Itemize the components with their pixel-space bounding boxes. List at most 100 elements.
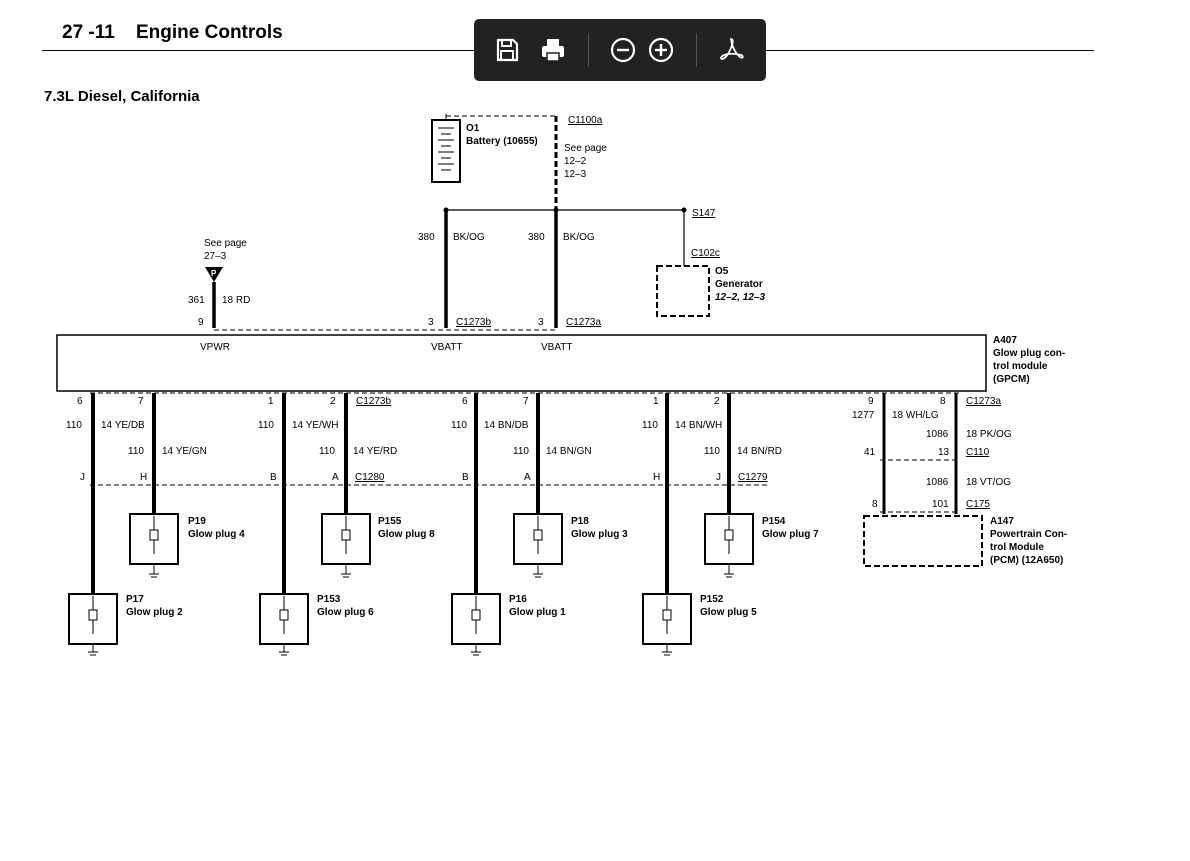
- pcm-mid-pin-41: 41: [864, 447, 876, 458]
- pcm-mid-pin-13: 13: [938, 447, 950, 458]
- diagram-title: 7.3L Diesel, California: [44, 88, 200, 105]
- right-w3-circuit: 110: [513, 446, 529, 457]
- adobe-pdf-icon[interactable]: [716, 35, 746, 65]
- vbatt1-circuit: 380: [418, 232, 435, 243]
- right-w4-color: 14 BN/RD: [737, 446, 782, 457]
- vpwr-wire-color: 18 RD: [222, 295, 250, 306]
- right-w1-color: 14 BN/DB: [484, 420, 529, 431]
- plug-p155-id: P155: [378, 516, 402, 527]
- power-source-icon: [205, 267, 223, 282]
- splice-s147: S147: [692, 208, 716, 219]
- left-bpin-b: B: [270, 472, 277, 483]
- right-w4-circuit: 110: [704, 446, 720, 457]
- pcm-bottom-pin-101: 101: [932, 499, 949, 510]
- battery-name: Battery (10655): [466, 136, 538, 147]
- pcm-id: A147: [990, 516, 1014, 527]
- section-title: Engine Controls: [136, 22, 283, 43]
- left-pin-2: 2: [330, 396, 336, 407]
- generator-pages: 12–2, 12–3: [715, 292, 765, 303]
- connector-c1279: C1279: [738, 472, 768, 483]
- generator-box: [656, 265, 710, 317]
- gpcm-module-box: [56, 334, 987, 392]
- left-w4-circuit: 110: [319, 446, 335, 457]
- connector-c102c: C102c: [691, 248, 720, 259]
- plug-p16-id: P16: [509, 594, 527, 605]
- plug-p155-name: Glow plug 8: [378, 529, 435, 540]
- plug-p16-name: Glow plug 1: [509, 607, 566, 618]
- plug-p19-name: Glow plug 4: [188, 529, 245, 540]
- pcm-wire-c-circuit: 1086: [926, 477, 949, 488]
- glow-plug-icon: [513, 513, 563, 578]
- plug-p18-id: P18: [571, 516, 589, 527]
- right-pin-6: 6: [462, 396, 468, 407]
- plug-p19-id: P19: [188, 516, 206, 527]
- glow-plug-icon: [259, 593, 309, 656]
- left-w1-color: 14 YE/DB: [101, 420, 145, 431]
- pcm-name-3: (PCM) (12A650): [990, 555, 1063, 566]
- glow-plug-icon: [321, 513, 371, 578]
- left-bpin-j: J: [80, 472, 85, 483]
- pcm-box: [863, 515, 983, 567]
- module-name-1: Glow plug con-: [993, 348, 1065, 359]
- vbatt1-wire: BK/OG: [453, 232, 485, 243]
- plug-p17-name: Glow plug 2: [126, 607, 183, 618]
- generator-id: O5: [715, 266, 729, 277]
- module-pin-vpwr: VPWR: [200, 342, 230, 353]
- pcm-name-2: trol Module: [990, 542, 1044, 553]
- left-w3-color: 14 YE/GN: [162, 446, 207, 457]
- connector-c1273b-bottom: C1273b: [356, 396, 391, 407]
- zoom-in-icon[interactable]: [646, 35, 676, 65]
- glow-plug-icon: [129, 513, 179, 578]
- toolbar-separator: [588, 33, 589, 67]
- glow-plug-icon: [704, 513, 754, 578]
- save-icon[interactable]: [492, 35, 522, 65]
- right-w2-circuit: 110: [642, 420, 658, 431]
- left-w3-circuit: 110: [128, 446, 144, 457]
- battery-see-page-3: 12–3: [564, 169, 587, 180]
- vpwr-pin: 9: [198, 317, 204, 328]
- module-pin-vbatt-1: VBATT: [431, 342, 462, 353]
- plug-p152-name: Glow plug 5: [700, 607, 757, 618]
- left-pin-6: 6: [77, 396, 83, 407]
- module-pin-vbatt-2: VBATT: [541, 342, 572, 353]
- left-w1-circuit: 110: [66, 420, 82, 431]
- left-w2-color: 14 YE/WH: [292, 420, 339, 431]
- vpwr-circuit: 361: [188, 295, 205, 306]
- right-bpin-a: A: [524, 472, 531, 483]
- pcm-wire-a-circuit: 1277: [852, 410, 875, 421]
- right-bpin-h: H: [653, 472, 660, 483]
- right-bpin-j: J: [716, 472, 721, 483]
- pcm-wire-b-circuit: 1086: [926, 429, 949, 440]
- svg-text:P: P: [211, 269, 217, 278]
- vpwr-see-page-2: 27–3: [204, 251, 227, 262]
- connector-c175: C175: [966, 499, 990, 510]
- pcm-top-pin-8: 8: [940, 396, 946, 407]
- module-name-3: (GPCM): [993, 374, 1030, 385]
- module-name-2: trol module: [993, 361, 1048, 372]
- right-bpin-b: B: [462, 472, 469, 483]
- print-icon[interactable]: [538, 35, 568, 65]
- vbatt2-circuit: 380: [528, 232, 545, 243]
- glow-plug-icon: [451, 593, 501, 656]
- connector-c1100a: C1100a: [568, 115, 603, 126]
- plug-p154-id: P154: [762, 516, 786, 527]
- page-number: 27 -11: [62, 22, 115, 43]
- pcm-wire-c-color: 18 VT/OG: [966, 477, 1011, 488]
- plug-p154-name: Glow plug 7: [762, 529, 819, 540]
- vpwr-see-page-1: See page: [204, 238, 247, 249]
- vbatt1-pin: 3: [428, 317, 434, 328]
- pcm-bottom-pin-8: 8: [872, 499, 878, 510]
- plug-p18-name: Glow plug 3: [571, 529, 628, 540]
- zoom-out-icon[interactable]: [608, 35, 638, 65]
- left-bpin-h: H: [140, 472, 147, 483]
- pcm-wire-a-color: 18 WH/LG: [892, 410, 939, 421]
- battery-see-page-2: 12–2: [564, 156, 587, 167]
- pcm-wire-b-color: 18 PK/OG: [966, 429, 1012, 440]
- pcm-top-pin-9: 9: [868, 396, 874, 407]
- left-w4-color: 14 YE/RD: [353, 446, 397, 457]
- right-w3-color: 14 BN/GN: [546, 446, 592, 457]
- toolbar-separator: [696, 33, 697, 67]
- right-pin-7: 7: [523, 396, 529, 407]
- connector-c1273a-bottom: C1273a: [966, 396, 1001, 407]
